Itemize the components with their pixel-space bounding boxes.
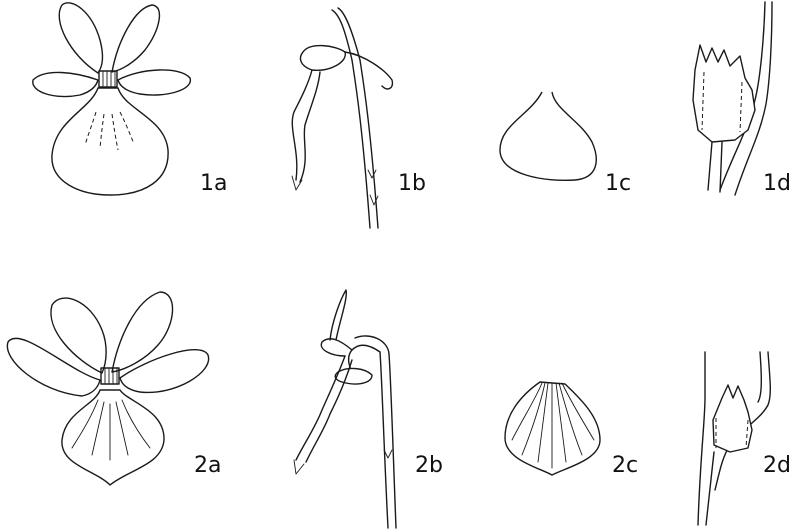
stipule-2d-drawing <box>698 352 770 525</box>
flower-1b-drawing <box>292 8 392 228</box>
petal-1c-drawing <box>500 92 596 180</box>
figure-label-2a: 2a <box>194 455 221 477</box>
stipule-1d-drawing <box>693 2 772 195</box>
figure-label-2d: 2d <box>763 455 791 477</box>
figure-label-2b: 2b <box>415 455 443 477</box>
flower-1a-upper-right-petal <box>112 5 159 72</box>
figure-label-1c: 1c <box>605 173 631 195</box>
figure-label-2c: 2c <box>612 455 638 477</box>
flower-1a-drawing <box>33 3 191 195</box>
flower-1a-left-petal <box>33 72 98 96</box>
flower-2a-drawing <box>7 292 208 485</box>
figure-label-1d: 1d <box>763 173 791 195</box>
flower-1a-lower-petal <box>52 88 168 195</box>
flower-1a-upper-left-petal <box>59 3 102 73</box>
flower-2b-drawing <box>294 290 396 528</box>
petal-2c-drawing <box>505 382 600 475</box>
figure-label-1b: 1b <box>398 173 426 195</box>
figure-label-1a: 1a <box>200 173 227 195</box>
flower-1a-right-petal <box>118 70 190 95</box>
